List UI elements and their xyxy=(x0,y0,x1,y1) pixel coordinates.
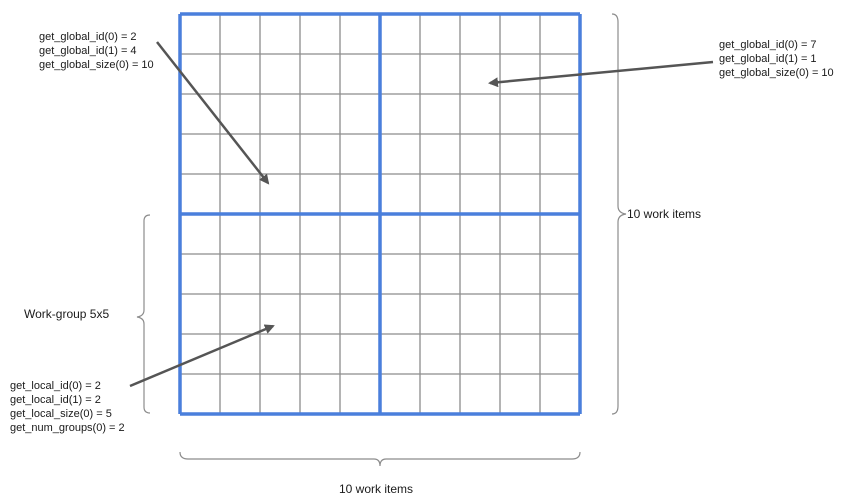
annotation-top-right: get_global_id(0) = 7 get_global_id(1) = … xyxy=(719,38,834,80)
annotation-line: get_global_id(1) = 1 xyxy=(719,53,817,65)
annotation-line: get_global_size(0) = 10 xyxy=(39,59,154,71)
bottom-extent-bracket xyxy=(179,451,581,467)
annotation-line: get_local_id(0) = 2 xyxy=(10,380,101,392)
work-group-borders xyxy=(178,12,582,416)
workgroup-label: Work-group 5x5 xyxy=(24,307,110,321)
annotation-line: get_num_groups(0) = 2 xyxy=(10,422,125,434)
annotation-line: get_global_id(0) = 7 xyxy=(719,39,817,51)
annotation-bottom-left: get_local_id(0) = 2 get_local_id(1) = 2 … xyxy=(10,379,125,435)
annotation-line: get_global_size(0) = 10 xyxy=(719,67,834,79)
annotation-top-left: get_global_id(0) = 2 get_global_id(1) = … xyxy=(39,30,154,72)
bottom-extent-label: 10 work items xyxy=(339,482,414,496)
arrow-global-id-2-4 xyxy=(156,41,270,185)
workgroup-bracket xyxy=(136,214,151,414)
annotation-line: get_global_id(1) = 4 xyxy=(39,45,137,57)
annotation-line: get_global_id(0) = 2 xyxy=(39,31,137,43)
right-extent-bracket xyxy=(611,13,627,415)
arrow-local-id-2-2 xyxy=(129,324,275,388)
right-extent-label: 10 work items xyxy=(627,207,702,221)
annotation-line: get_local_id(1) = 2 xyxy=(10,394,101,406)
annotation-line: get_local_size(0) = 5 xyxy=(10,408,112,420)
arrow-global-id-7-1 xyxy=(488,60,714,88)
